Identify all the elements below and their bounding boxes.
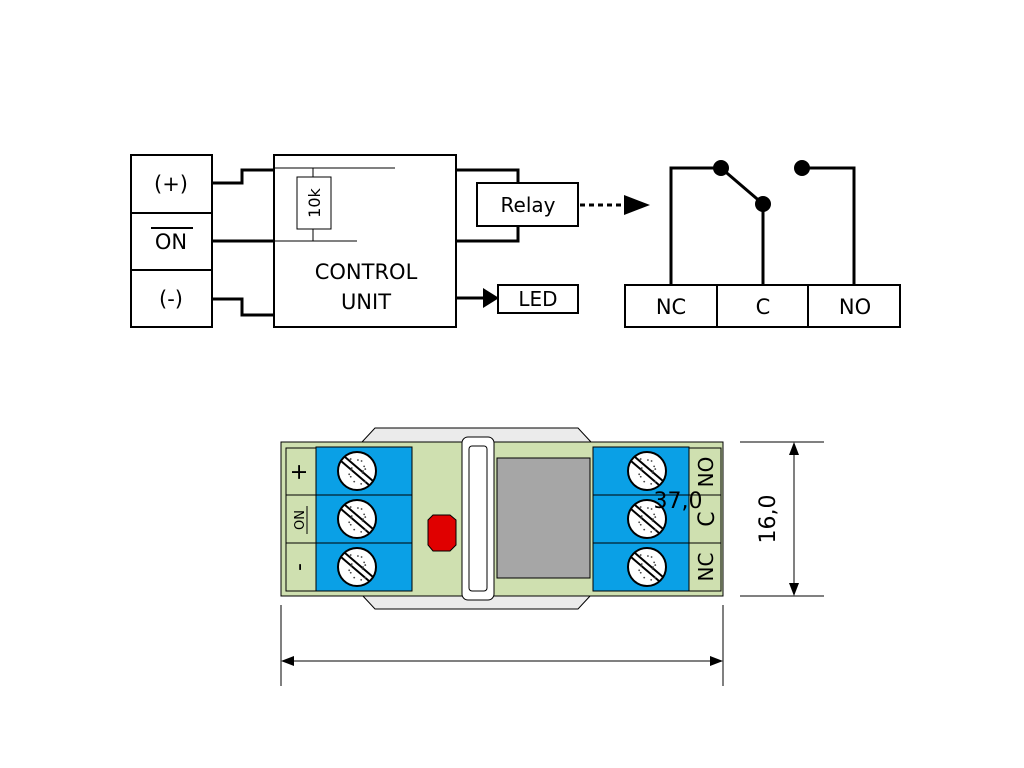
- terminal-no-label: NO: [839, 295, 871, 319]
- device-drawing: + ON - NO C NC: [280, 427, 824, 686]
- terminal-minus-label: (-): [159, 287, 183, 311]
- height-dimension-label: 16,0: [756, 495, 781, 544]
- left-terminal-label-column: + ON -: [285, 447, 317, 592]
- led-output: LED: [456, 284, 579, 314]
- relay-body: [496, 457, 591, 579]
- control-unit: 10k CONTROL UNIT: [273, 154, 457, 328]
- height-dimension: 16,0: [740, 441, 824, 597]
- input-terminal-strip: (+) ON (-): [130, 154, 213, 328]
- relay-link-arrow: [624, 195, 650, 215]
- control-unit-label-line2: UNIT: [341, 290, 391, 314]
- relay-label: Relay: [501, 193, 556, 217]
- resistor: [296, 176, 332, 230]
- width-dimension-label: 37,0: [654, 489, 703, 514]
- right-terminal-label-column: NO C NC: [688, 447, 722, 592]
- resistor-label: 10k: [305, 187, 324, 217]
- screw-icon-right-nc: [627, 547, 667, 587]
- output-terminal-frame: [624, 284, 901, 328]
- right-label-no: NO: [694, 457, 718, 488]
- led-label: LED: [518, 287, 557, 311]
- control-unit-label-line1: CONTROL: [315, 260, 418, 284]
- screw-icon-left-plus: [337, 451, 377, 491]
- left-label-plus: +: [287, 463, 312, 481]
- screw-icon-right-c: [627, 499, 667, 539]
- terminal-nc-label: NC: [656, 295, 686, 319]
- terminal-c-label: C: [756, 295, 771, 319]
- screw-icon-left-on: [337, 499, 377, 539]
- input-wires: [212, 168, 274, 317]
- relay-box: [476, 182, 579, 227]
- right-label-c: C: [695, 511, 720, 526]
- center-clip: [461, 436, 495, 601]
- width-dimension: 37,0: [280, 489, 724, 686]
- input-terminal-frame: [130, 154, 213, 328]
- relay: Relay: [456, 168, 650, 243]
- screw-icon-right-no: [627, 451, 667, 491]
- terminal-plus-label: (+): [154, 172, 188, 196]
- output-terminal-strip: NC C NO: [624, 284, 901, 328]
- right-label-nc: NC: [694, 553, 718, 582]
- board-led: [427, 514, 457, 552]
- terminal-screws: [337, 451, 667, 587]
- left-label-on: ON: [293, 510, 308, 530]
- schematic: (+) ON (-) 10k CONTROL UNIT: [130, 154, 901, 328]
- left-label-minus: -: [287, 563, 312, 571]
- screw-icon-left-minus: [337, 547, 377, 587]
- terminal-on-label: ON: [155, 230, 187, 254]
- led-box: [497, 284, 579, 314]
- relay-contacts: [669, 160, 856, 285]
